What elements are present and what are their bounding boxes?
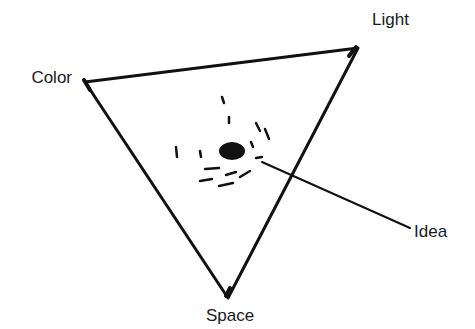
triangle-outline bbox=[85, 48, 358, 298]
vertex-label: Space bbox=[206, 306, 254, 326]
idea-blob bbox=[219, 142, 245, 160]
vertex-marks bbox=[84, 47, 356, 296]
leader-line bbox=[262, 162, 410, 228]
callout-label: Idea bbox=[414, 222, 447, 242]
idea-dashes bbox=[176, 97, 269, 186]
vertex-label: Color bbox=[31, 68, 72, 88]
vertex-label: Light bbox=[372, 10, 409, 30]
